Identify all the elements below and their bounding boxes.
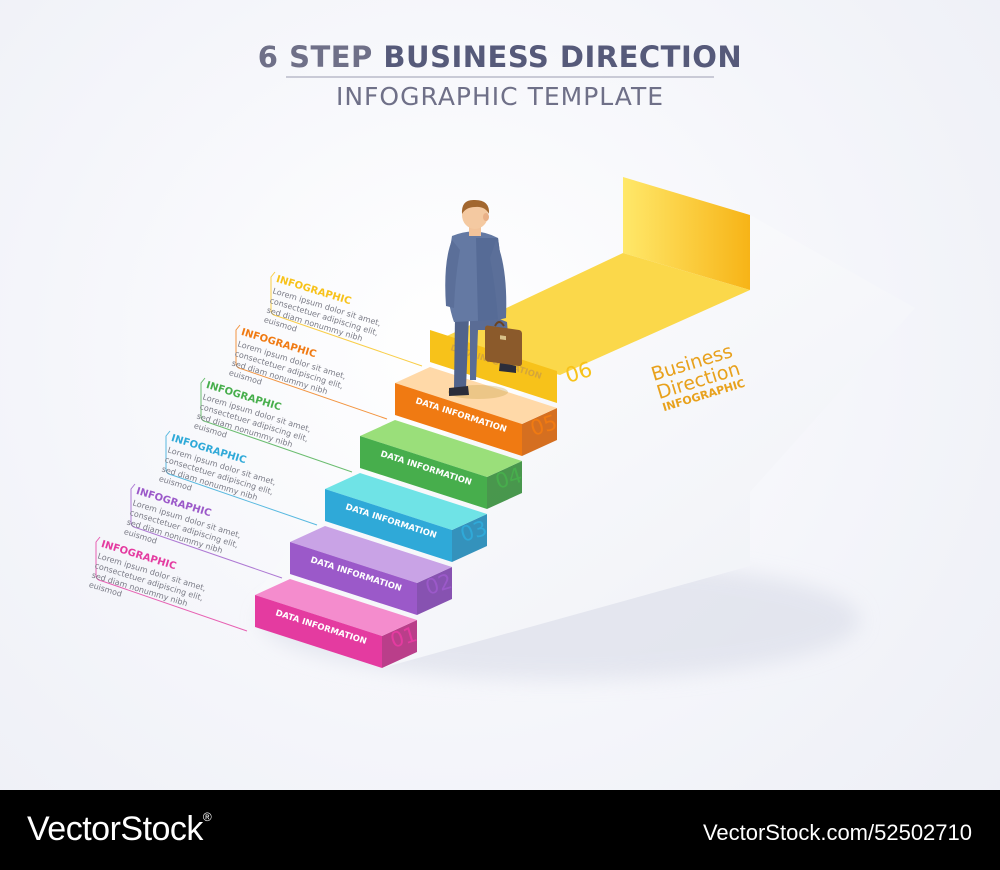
step-01-callout-line [95,536,248,632]
title-highlight: BUSINESS DIRECTION [383,40,743,74]
businessman-hair [461,199,490,214]
arrow-back-wall [623,177,750,290]
businessman-arm-right [490,240,507,320]
briefcase-handle [494,321,505,327]
step-01-tread [255,579,417,636]
step-04-riser [360,436,487,509]
businessman-shoe-left [449,386,469,396]
title-prefix: 6 STEP [257,40,373,74]
footer-image-id: VectorStock.com/52502710 [702,820,972,845]
briefcase-icon [485,325,522,366]
footer-brand-name: VectorStock [27,810,203,848]
page-subtitle: INFOGRAPHIC TEMPLATE [335,82,665,111]
arrow-side-face [255,215,915,668]
briefcase-clasp [500,335,506,341]
step-05-callout-line [235,324,388,420]
step-01-riser [255,595,382,668]
step-04-tread [360,420,522,477]
footer-brand: VectorStock® [27,810,212,849]
step-02-callout-line [130,483,283,579]
businessman-ear [483,213,489,221]
stairs-illustration: DATA INFORMATION06DATA INFORMATION05DATA… [95,177,915,680]
step-03-callout-line [165,430,318,526]
step-05-riser [395,383,522,456]
step-05-tread [395,367,557,424]
businessman-leg-left [454,316,469,388]
step-02-riser [290,542,417,615]
step-03-tread [325,473,487,530]
step-02-tread [290,526,452,583]
businessman-arm-left [445,240,460,308]
businessman-shoe-right [499,362,516,373]
footer-bar: VectorStock® VectorStock.com/52502710 [0,790,1000,870]
page-title: 6 STEP BUSINESS DIRECTION [0,40,1000,74]
footer-registered-mark: ® [202,810,212,824]
step-06-callout-line [270,271,423,367]
step-04-callout-line [200,377,353,473]
businessman-figure [445,199,522,399]
step-03-riser [325,489,452,562]
title-divider [286,76,714,78]
